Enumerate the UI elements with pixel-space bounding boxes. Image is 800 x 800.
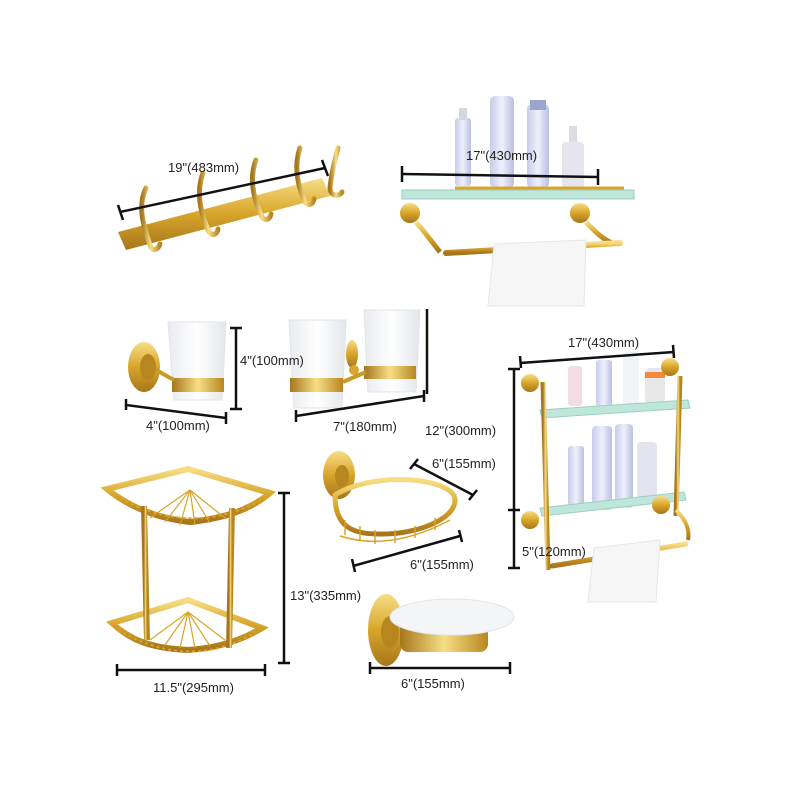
hook-rail-width-label: 19"(483mm) — [168, 160, 240, 175]
corner-shower-caddy — [100, 465, 277, 654]
caddy-width-label: 11.5"(295mm) — [153, 680, 234, 695]
soap-basket-width-label: 6"(155mm) — [410, 557, 474, 572]
double-tumbler-width-label: 7"(180mm) — [333, 419, 397, 434]
double-tumbler-holder — [288, 309, 421, 409]
tumbler-width-label: 4"(100mm) — [146, 418, 210, 433]
glass-shelf-width-dimension-line — [400, 166, 600, 185]
caddy-dimension-lines — [115, 491, 290, 676]
soap-dish-dimension-line — [368, 662, 512, 674]
glass-shelf-width-label: 17"(430mm) — [466, 148, 538, 163]
tumbler-width-dimension-line — [124, 399, 228, 424]
robe-hook-rail — [118, 145, 345, 252]
caddy-height-label: 13"(335mm) — [290, 588, 362, 603]
tumbler-height-label: 4"(100mm) — [240, 353, 304, 368]
double-shelf-height-label: 12"(300mm) — [425, 423, 497, 438]
double-glass-shelf — [521, 352, 691, 603]
tumbler-height-dimension-line — [230, 326, 242, 411]
single-tumbler-holder — [128, 321, 227, 401]
soap-basket — [323, 451, 458, 544]
double-shelf-dimension-lines — [508, 344, 676, 570]
soap-dish-width-label: 6"(155mm) — [401, 676, 465, 691]
double-tumbler-dimension-lines — [294, 309, 429, 422]
hook-rail-width-dimension-line — [116, 159, 330, 221]
towel-bar-drop-label: 5"(120mm) — [522, 544, 586, 559]
soap-basket-depth-label: 6"(155mm) — [432, 456, 496, 471]
soap-basket-dimension-lines — [350, 458, 478, 573]
double-shelf-width-label: 17"(430mm) — [568, 335, 640, 350]
soap-dish — [368, 594, 515, 666]
glass-shelf-towel-bar — [400, 96, 635, 307]
